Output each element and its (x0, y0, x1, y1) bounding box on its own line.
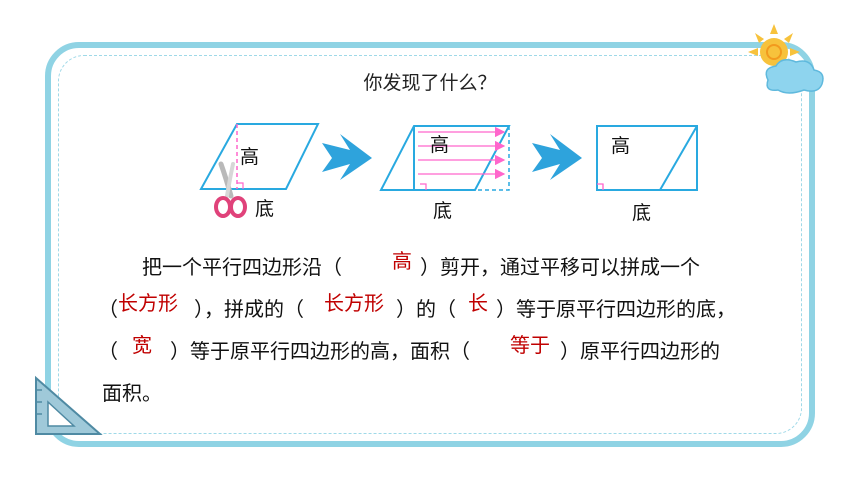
answer-blank-6: 等于 (510, 333, 550, 357)
answer-blank-2: 长方形 (118, 291, 178, 315)
page-title: 你发现了什么？ (363, 72, 497, 94)
answer-blank-1: 高 (392, 249, 412, 273)
right-arrow-icon-2 (532, 134, 582, 180)
text-segment: 把一个平行四边形沿（ (142, 255, 342, 279)
right-arrow-icon (322, 134, 372, 180)
text-segment: ）等于原平行四边形的底， (496, 297, 736, 321)
height-label-2: 高 (430, 134, 450, 156)
scissors-icon (214, 161, 247, 218)
answer-blank-3: 长方形 (324, 291, 384, 315)
text-segment: ）等于原平行四边形的高，面积（ (170, 339, 470, 363)
answer-blank-5: 宽 (132, 333, 152, 357)
moved-triangle (473, 125, 510, 191)
base-label-1: 底 (255, 198, 275, 220)
text-segment: （ (98, 297, 118, 321)
text-segment: ）剪开，通过平移可以拼成一个 (420, 255, 700, 279)
height-label-1: 高 (240, 146, 260, 168)
text-segment: ）的（ (396, 297, 456, 321)
text-segment: ）原平行四边形的 (560, 339, 720, 363)
base-label-3: 底 (632, 202, 652, 224)
text-segment: 面积。 (102, 381, 162, 405)
answer-blank-4: 长 (468, 291, 488, 315)
triangle-ruler-icon (35, 375, 103, 435)
text-segment: （ (98, 339, 118, 363)
sun-cloud-icon (748, 24, 824, 94)
slide-frame (45, 42, 815, 447)
height-label-3: 高 (611, 135, 631, 157)
base-label-2: 底 (433, 200, 453, 222)
rectangle-result (596, 125, 698, 191)
paragraph-line-1: 把一个平行四边形沿（ 高 ）剪开，通过平移可以拼成一个 (102, 246, 762, 288)
slide-frame-dashed (58, 55, 802, 434)
paragraph-line-4: 面积。 (102, 372, 762, 414)
paragraph-line-2: （ 长方形 ），拼成的（ 长方形 ）的（ 长 ）等于原平行四边形的底， (98, 288, 762, 330)
fill-in-paragraph: 把一个平行四边形沿（ 高 ）剪开，通过平移可以拼成一个 （ 长方形 ），拼成的（… (98, 246, 762, 414)
paragraph-line-3: （ 宽 ）等于原平行四边形的高，面积（ 等于 ）原平行四边形的 (98, 330, 762, 372)
text-segment: ），拼成的（ (194, 297, 304, 321)
parallelogram-original (199, 123, 320, 190)
